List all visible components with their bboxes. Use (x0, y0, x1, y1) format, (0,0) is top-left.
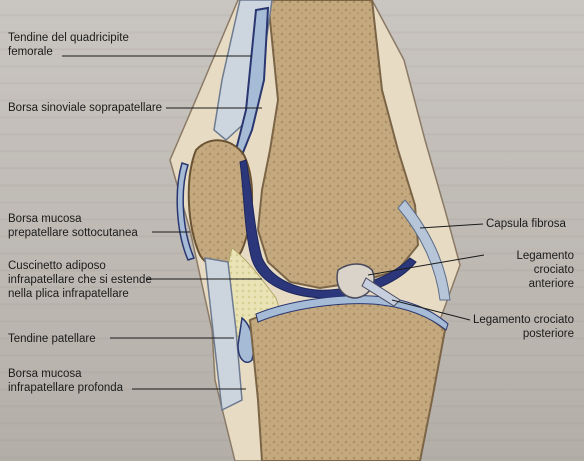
patella (189, 140, 252, 266)
label-patellar-tendon: Tendine patellare (8, 332, 96, 346)
label-quadriceps-tendon: Tendine del quadricipite femorale (8, 31, 129, 59)
label-pcl: Legamento crociato posteriore (472, 313, 574, 341)
label-deep-infrapatellar-bursa: Borsa mucosa infrapatellare profonda (8, 367, 123, 395)
label-infrapatellar-fat-pad: Cuscinetto adiposo infrapatellare che si… (8, 259, 152, 301)
label-prepatellar-bursa: Borsa mucosa prepatellare sottocutanea (8, 212, 138, 240)
label-fibrous-capsule: Capsula fibrosa (486, 217, 566, 231)
tibia (250, 300, 445, 461)
label-acl: Legamento crociato anteriore (486, 249, 574, 291)
label-suprapatellar-bursa: Borsa sinoviale soprapatellare (8, 101, 162, 115)
